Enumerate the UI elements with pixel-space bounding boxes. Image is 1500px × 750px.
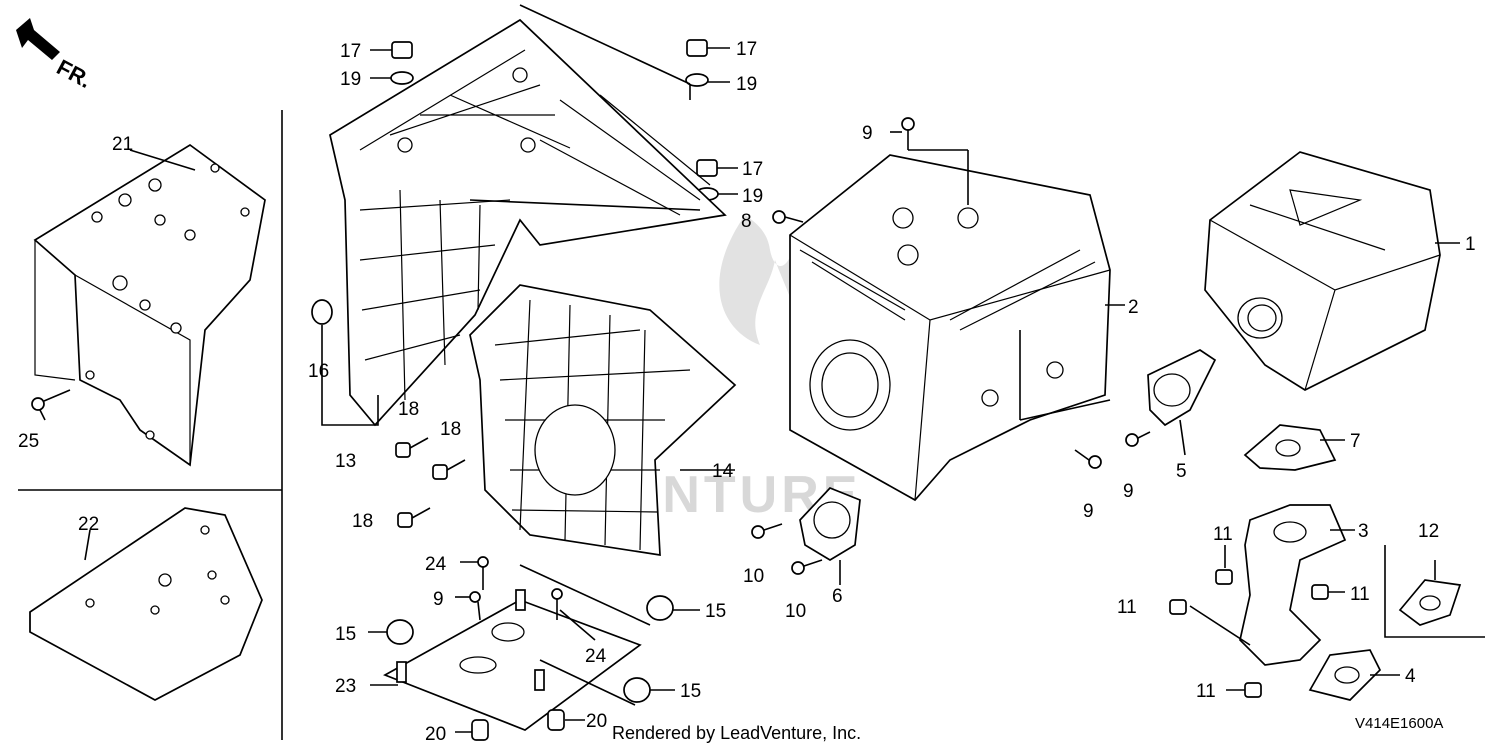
part-9-screw-right <box>1074 449 1102 469</box>
part-20-collars <box>471 709 565 741</box>
part-18-bolt-a <box>395 437 429 458</box>
callout-18: 18 <box>398 399 419 420</box>
callout-3: 3 <box>1358 521 1369 542</box>
front-direction-arrow: FR. <box>16 18 96 93</box>
callout-15: 15 <box>680 681 701 702</box>
callout-17: 17 <box>736 39 757 60</box>
callout-19: 19 <box>742 186 763 207</box>
callout-9: 9 <box>1123 481 1134 502</box>
callout-labels: 17 19 17 19 17 19 21 25 22 16 13 18 18 1… <box>18 39 1476 745</box>
nut-washer-set-right-top <box>685 39 709 87</box>
callout-5: 5 <box>1176 461 1187 482</box>
part-23-mounting-plate <box>383 599 642 731</box>
callout-10: 10 <box>785 601 806 622</box>
part-5-spark-arrester <box>1147 349 1217 427</box>
part-14-protector <box>469 284 737 556</box>
part-21-protector <box>33 143 266 467</box>
part-9-screw-top <box>901 117 915 150</box>
callout-14: 14 <box>712 461 734 482</box>
nut-washer-set-left <box>390 41 414 85</box>
callout-17: 17 <box>742 159 763 180</box>
part-4-gasket <box>1308 649 1382 701</box>
callout-11: 11 <box>1117 597 1137 618</box>
diagram-code: V414E1600A <box>1355 715 1443 732</box>
callout-15: 15 <box>335 624 356 645</box>
callout-6: 6 <box>832 586 843 607</box>
callout-23: 23 <box>335 676 356 697</box>
callout-20: 20 <box>586 711 607 732</box>
callout-22: 22 <box>78 514 99 535</box>
part-9-screw-mid <box>1125 431 1151 447</box>
nut-washer-set-right-mid <box>695 159 719 201</box>
callout-20: 20 <box>425 724 446 745</box>
callout-24: 24 <box>425 554 447 575</box>
callout-9: 9 <box>862 123 873 144</box>
part-15-rubber-mounts <box>386 595 674 703</box>
callout-25: 25 <box>18 431 39 452</box>
callout-2: 2 <box>1128 297 1139 318</box>
callout-13: 13 <box>335 451 356 472</box>
callout-7: 7 <box>1350 431 1361 452</box>
part12-bracket <box>1384 545 1485 638</box>
callout-15: 15 <box>705 601 726 622</box>
callout-19: 19 <box>340 69 361 90</box>
leader-lines <box>39 4 1460 733</box>
part-7-gasket <box>1243 424 1337 471</box>
part-11-nuts <box>1169 569 1329 698</box>
part-16-nut <box>311 299 333 325</box>
callout-11: 11 <box>1213 524 1233 545</box>
callout-9: 9 <box>1083 501 1094 522</box>
part-6-cap <box>799 486 861 561</box>
part-1-muffler <box>1204 151 1441 391</box>
part-18-bolt-b <box>432 459 466 480</box>
direction-label: FR. <box>53 54 96 93</box>
part-25-screw <box>31 389 71 411</box>
callout-18: 18 <box>352 511 373 532</box>
part-8-screw <box>772 210 804 224</box>
callout-4: 4 <box>1405 666 1416 687</box>
part-9-screw-plate <box>469 591 481 621</box>
part-24-screws <box>477 556 563 620</box>
part-12-gasket <box>1398 579 1462 626</box>
footer-credit: Rendered by LeadVenture, Inc. <box>612 723 861 743</box>
callout-24: 24 <box>585 646 607 667</box>
part-10-screw-b <box>791 559 823 575</box>
part-22-plate <box>29 507 263 701</box>
part-2-muffler-cover <box>789 154 1111 502</box>
callout-1: 1 <box>1465 234 1476 255</box>
callout-18: 18 <box>440 419 461 440</box>
part-10-screw-a <box>751 523 783 539</box>
callout-11: 11 <box>1350 584 1370 605</box>
part-13-muffler-protector <box>329 18 727 427</box>
part-3-exhaust-pipe <box>1239 504 1347 666</box>
part-23-studs <box>396 589 545 691</box>
callout-10: 10 <box>743 566 764 587</box>
callout-17: 17 <box>340 41 361 62</box>
callout-19: 19 <box>736 74 757 95</box>
callout-21: 21 <box>112 134 133 155</box>
part-18-bolt-c <box>397 507 431 528</box>
callout-16: 16 <box>308 361 329 382</box>
callout-9: 9 <box>433 589 444 610</box>
callout-11: 11 <box>1196 681 1216 702</box>
callout-8: 8 <box>741 211 752 232</box>
callout-12: 12 <box>1418 521 1439 542</box>
